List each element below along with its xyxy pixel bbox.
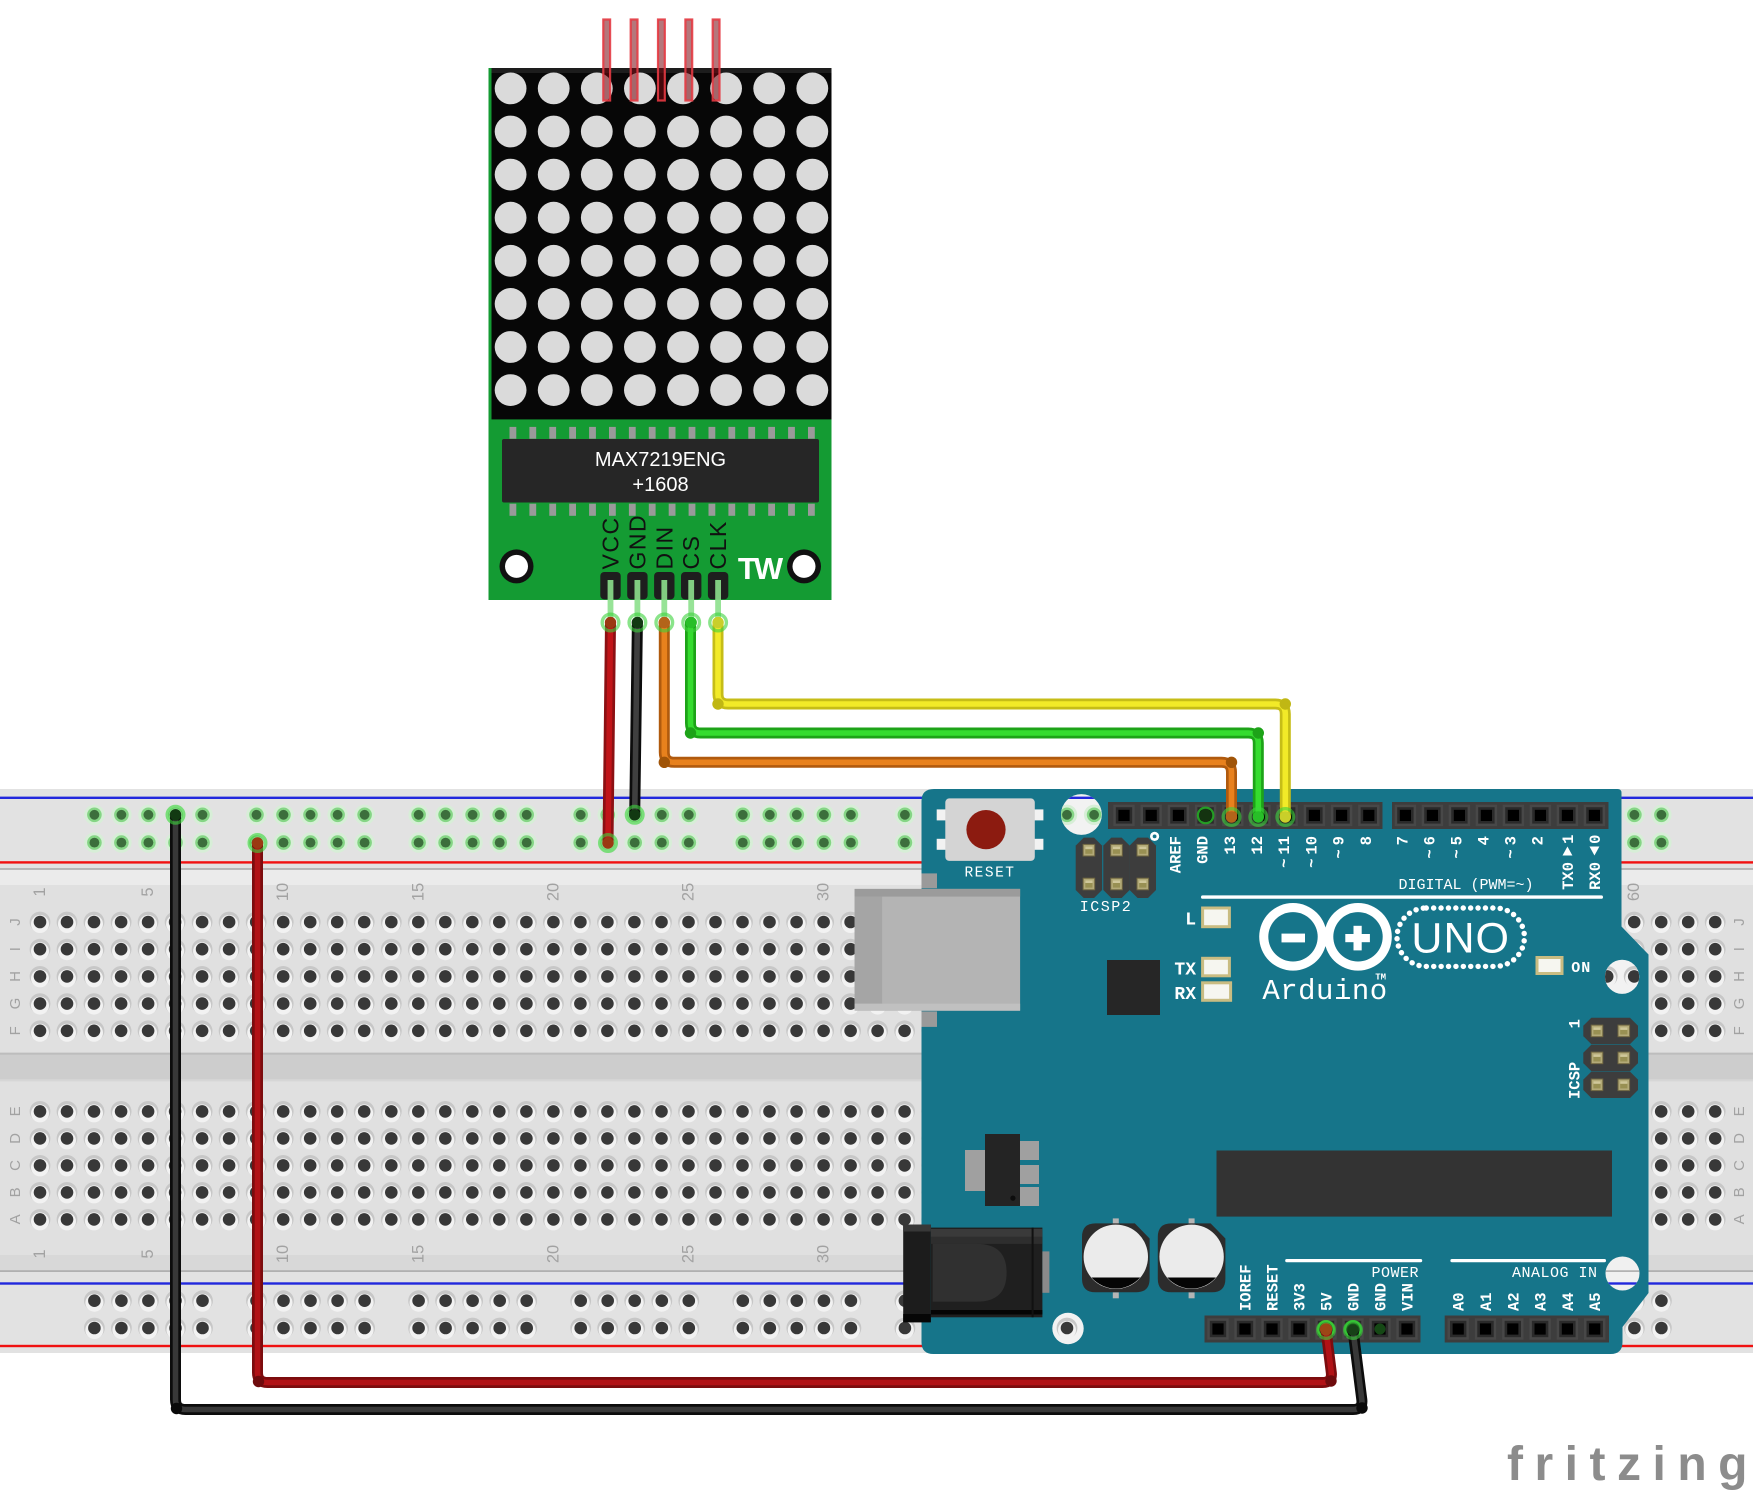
svg-text:ICSP: ICSP bbox=[1567, 1062, 1585, 1099]
svg-text:15: 15 bbox=[409, 1245, 427, 1263]
svg-text:Arduino: Arduino bbox=[1262, 975, 1387, 1008]
svg-text:20: 20 bbox=[544, 1245, 562, 1263]
svg-text:1: 1 bbox=[1567, 1019, 1585, 1028]
svg-text:E: E bbox=[1731, 1106, 1748, 1116]
svg-text:A3: A3 bbox=[1533, 1292, 1551, 1311]
svg-text:11: 11 bbox=[1276, 836, 1294, 855]
svg-text:TW: TW bbox=[738, 551, 784, 586]
svg-text:~: ~ bbox=[1448, 849, 1466, 858]
svg-text:DIN: DIN bbox=[651, 525, 677, 569]
svg-text:IOREF: IOREF bbox=[1238, 1264, 1256, 1311]
svg-text:GND: GND bbox=[624, 514, 650, 570]
svg-text:3: 3 bbox=[1502, 836, 1520, 845]
svg-text:10: 10 bbox=[274, 883, 292, 901]
svg-text:F: F bbox=[7, 1026, 24, 1035]
svg-text:J: J bbox=[7, 918, 24, 926]
svg-text:DIGITAL (PWM=~): DIGITAL (PWM=~) bbox=[1398, 877, 1533, 894]
svg-text:RESET: RESET bbox=[1265, 1264, 1283, 1311]
svg-text:13: 13 bbox=[1222, 836, 1240, 855]
svg-text:12: 12 bbox=[1249, 836, 1267, 855]
svg-text:A2: A2 bbox=[1505, 1292, 1523, 1311]
svg-text:F: F bbox=[1731, 1026, 1748, 1035]
svg-text:1: 1 bbox=[1560, 835, 1578, 844]
svg-text:D: D bbox=[7, 1133, 24, 1144]
svg-text:B: B bbox=[7, 1187, 24, 1197]
svg-text:I: I bbox=[1731, 947, 1748, 951]
svg-text:A: A bbox=[7, 1214, 24, 1224]
svg-text:5: 5 bbox=[139, 1249, 157, 1258]
svg-text:~: ~ bbox=[1331, 849, 1349, 858]
svg-text:5V: 5V bbox=[1319, 1292, 1337, 1311]
svg-text:RX: RX bbox=[1174, 985, 1196, 1005]
svg-text:E: E bbox=[7, 1106, 24, 1116]
svg-text:5: 5 bbox=[139, 887, 157, 896]
svg-text:RX0: RX0 bbox=[1587, 862, 1605, 890]
svg-text:4: 4 bbox=[1475, 836, 1493, 845]
svg-text:RESET: RESET bbox=[964, 866, 1015, 882]
svg-text:10: 10 bbox=[274, 1245, 292, 1263]
svg-text:C: C bbox=[1731, 1160, 1748, 1171]
svg-text:AREF: AREF bbox=[1167, 836, 1185, 873]
svg-text:30: 30 bbox=[815, 1245, 833, 1263]
svg-text:B: B bbox=[1731, 1187, 1748, 1197]
svg-text:60: 60 bbox=[1625, 883, 1643, 901]
svg-text:D: D bbox=[1731, 1133, 1748, 1144]
svg-text:GND: GND bbox=[1195, 836, 1213, 864]
svg-text:~: ~ bbox=[1502, 849, 1520, 858]
svg-text:TM: TM bbox=[1375, 972, 1386, 982]
svg-text:6: 6 bbox=[1421, 836, 1439, 845]
svg-text:CS: CS bbox=[678, 535, 704, 570]
svg-text:ICSP2: ICSP2 bbox=[1080, 899, 1133, 916]
svg-text:H: H bbox=[7, 971, 24, 982]
svg-text:POWER: POWER bbox=[1372, 1265, 1420, 1282]
svg-text:I: I bbox=[7, 947, 24, 951]
svg-text:3V3: 3V3 bbox=[1292, 1283, 1310, 1311]
svg-text:30: 30 bbox=[815, 883, 833, 901]
svg-text:GND: GND bbox=[1373, 1283, 1391, 1311]
svg-text:A5: A5 bbox=[1587, 1292, 1605, 1311]
svg-text:2: 2 bbox=[1529, 836, 1547, 845]
svg-text:G: G bbox=[1731, 998, 1748, 1010]
svg-text:1: 1 bbox=[31, 887, 49, 896]
svg-text:VCC: VCC bbox=[598, 516, 624, 569]
svg-text:UNO: UNO bbox=[1411, 915, 1510, 963]
svg-text:10: 10 bbox=[1303, 836, 1321, 855]
svg-text:TX: TX bbox=[1174, 961, 1196, 981]
svg-text:0: 0 bbox=[1587, 835, 1605, 844]
svg-text:H: H bbox=[1731, 971, 1748, 982]
svg-text:8: 8 bbox=[1358, 836, 1376, 845]
svg-text:+1608: +1608 bbox=[632, 474, 688, 496]
svg-text:L: L bbox=[1185, 911, 1196, 931]
svg-text:G: G bbox=[7, 998, 24, 1010]
svg-text:25: 25 bbox=[680, 1245, 698, 1263]
svg-text:25: 25 bbox=[680, 883, 698, 901]
svg-text:15: 15 bbox=[409, 883, 427, 901]
svg-text:ANALOG IN: ANALOG IN bbox=[1512, 1265, 1598, 1282]
svg-text:7: 7 bbox=[1394, 836, 1412, 845]
svg-text:CLK: CLK bbox=[705, 520, 731, 569]
svg-text:A1: A1 bbox=[1478, 1292, 1496, 1311]
svg-text:~: ~ bbox=[1276, 859, 1294, 868]
svg-text:GND: GND bbox=[1346, 1283, 1364, 1311]
svg-text:J: J bbox=[1731, 918, 1748, 926]
svg-text:A: A bbox=[1731, 1214, 1748, 1224]
svg-text:20: 20 bbox=[544, 883, 562, 901]
svg-text:MAX7219ENG: MAX7219ENG bbox=[595, 449, 726, 471]
svg-text:TX0: TX0 bbox=[1560, 862, 1578, 890]
svg-text:VIN: VIN bbox=[1400, 1283, 1418, 1311]
svg-text:1: 1 bbox=[31, 1249, 49, 1258]
svg-text:~: ~ bbox=[1421, 849, 1439, 858]
svg-text:~: ~ bbox=[1303, 859, 1321, 868]
svg-text:9: 9 bbox=[1331, 836, 1349, 845]
svg-text:C: C bbox=[7, 1160, 24, 1171]
svg-text:ON: ON bbox=[1571, 960, 1591, 977]
svg-text:fritzing: fritzing bbox=[1507, 1438, 1755, 1491]
svg-text:A0: A0 bbox=[1451, 1292, 1469, 1311]
svg-text:A4: A4 bbox=[1560, 1292, 1578, 1311]
svg-text:5: 5 bbox=[1448, 836, 1466, 845]
